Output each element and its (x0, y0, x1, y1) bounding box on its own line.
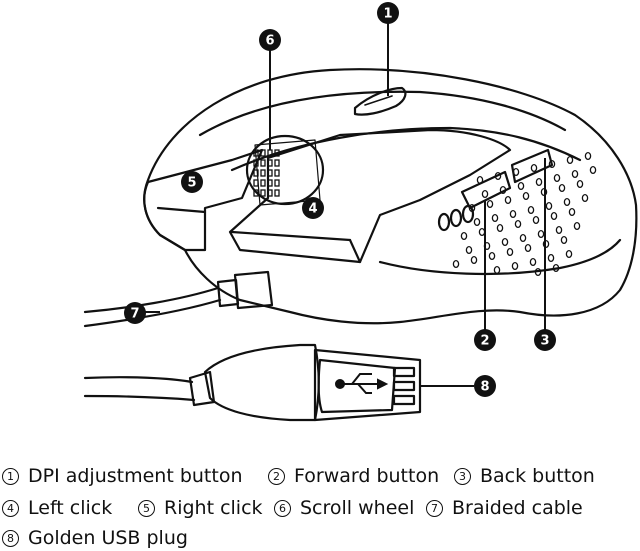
legend-item-usb-plug: 8 Golden USB plug (2, 525, 188, 551)
callout-3: 3 (534, 329, 556, 351)
legend-num: 3 (454, 468, 471, 485)
dpi-button-shape (353, 86, 407, 116)
legend-item-left-click: 4 Left click (2, 495, 112, 521)
usb-symbol-icon (335, 373, 389, 394)
callout-8: 8 (474, 375, 496, 397)
callout-1: 1 (377, 2, 399, 24)
forward-button-shape (460, 170, 512, 210)
legend-num: 5 (138, 500, 155, 517)
callout-number: 6 (265, 34, 274, 49)
legend-num: 6 (274, 500, 291, 517)
legend-label: Golden USB plug (28, 527, 188, 549)
callout-6: 6 (259, 29, 281, 51)
legend-num: 1 (2, 468, 19, 485)
callout-7: 7 (124, 302, 146, 324)
legend-label: Left click (28, 497, 113, 519)
callout-number: 2 (480, 334, 489, 349)
callout-2: 2 (474, 329, 496, 351)
legend-num: 7 (426, 500, 443, 517)
mouse-illustration: 1 2 3 4 5 6 7 8 (83, 2, 638, 422)
legend-item-right-click: 5 Right click (138, 495, 263, 521)
braided-cable (83, 286, 220, 314)
left-button-shape (228, 128, 512, 264)
callout-number: 4 (308, 202, 317, 217)
legend-label: Braided cable (452, 497, 583, 519)
callout-5: 5 (181, 171, 203, 193)
legend-label: Scroll wheel (300, 497, 415, 519)
legend-item-back: 3 Back button (454, 463, 595, 489)
legend-item-scroll-wheel: 6 Scroll wheel (274, 495, 414, 521)
callout-number: 7 (130, 307, 139, 322)
callout-number: 8 (480, 380, 489, 395)
legend-item-dpi: 1 DPI adjustment button (2, 463, 243, 489)
callout-number: 5 (187, 176, 196, 191)
usb-connector (313, 348, 422, 422)
callout-number: 1 (383, 7, 392, 22)
legend-item-forward: 2 Forward button (268, 463, 439, 489)
legend-label: DPI adjustment button (28, 465, 243, 487)
back-button-shape (510, 148, 554, 184)
legend-label: Forward button (294, 465, 440, 487)
legend-label: Back button (480, 465, 595, 487)
legend-num: 4 (2, 500, 19, 517)
usb-plug-body (203, 343, 320, 422)
legend-label: Right click (164, 497, 263, 519)
legend-num: 2 (268, 468, 285, 485)
callout-number: 3 (540, 334, 549, 349)
callout-4: 4 (302, 197, 324, 219)
right-button-shape (143, 148, 264, 252)
legend-item-braided-cable: 7 Braided cable (426, 495, 583, 521)
legend-num: 8 (2, 530, 19, 547)
scroll-wheel-shape (245, 134, 325, 206)
